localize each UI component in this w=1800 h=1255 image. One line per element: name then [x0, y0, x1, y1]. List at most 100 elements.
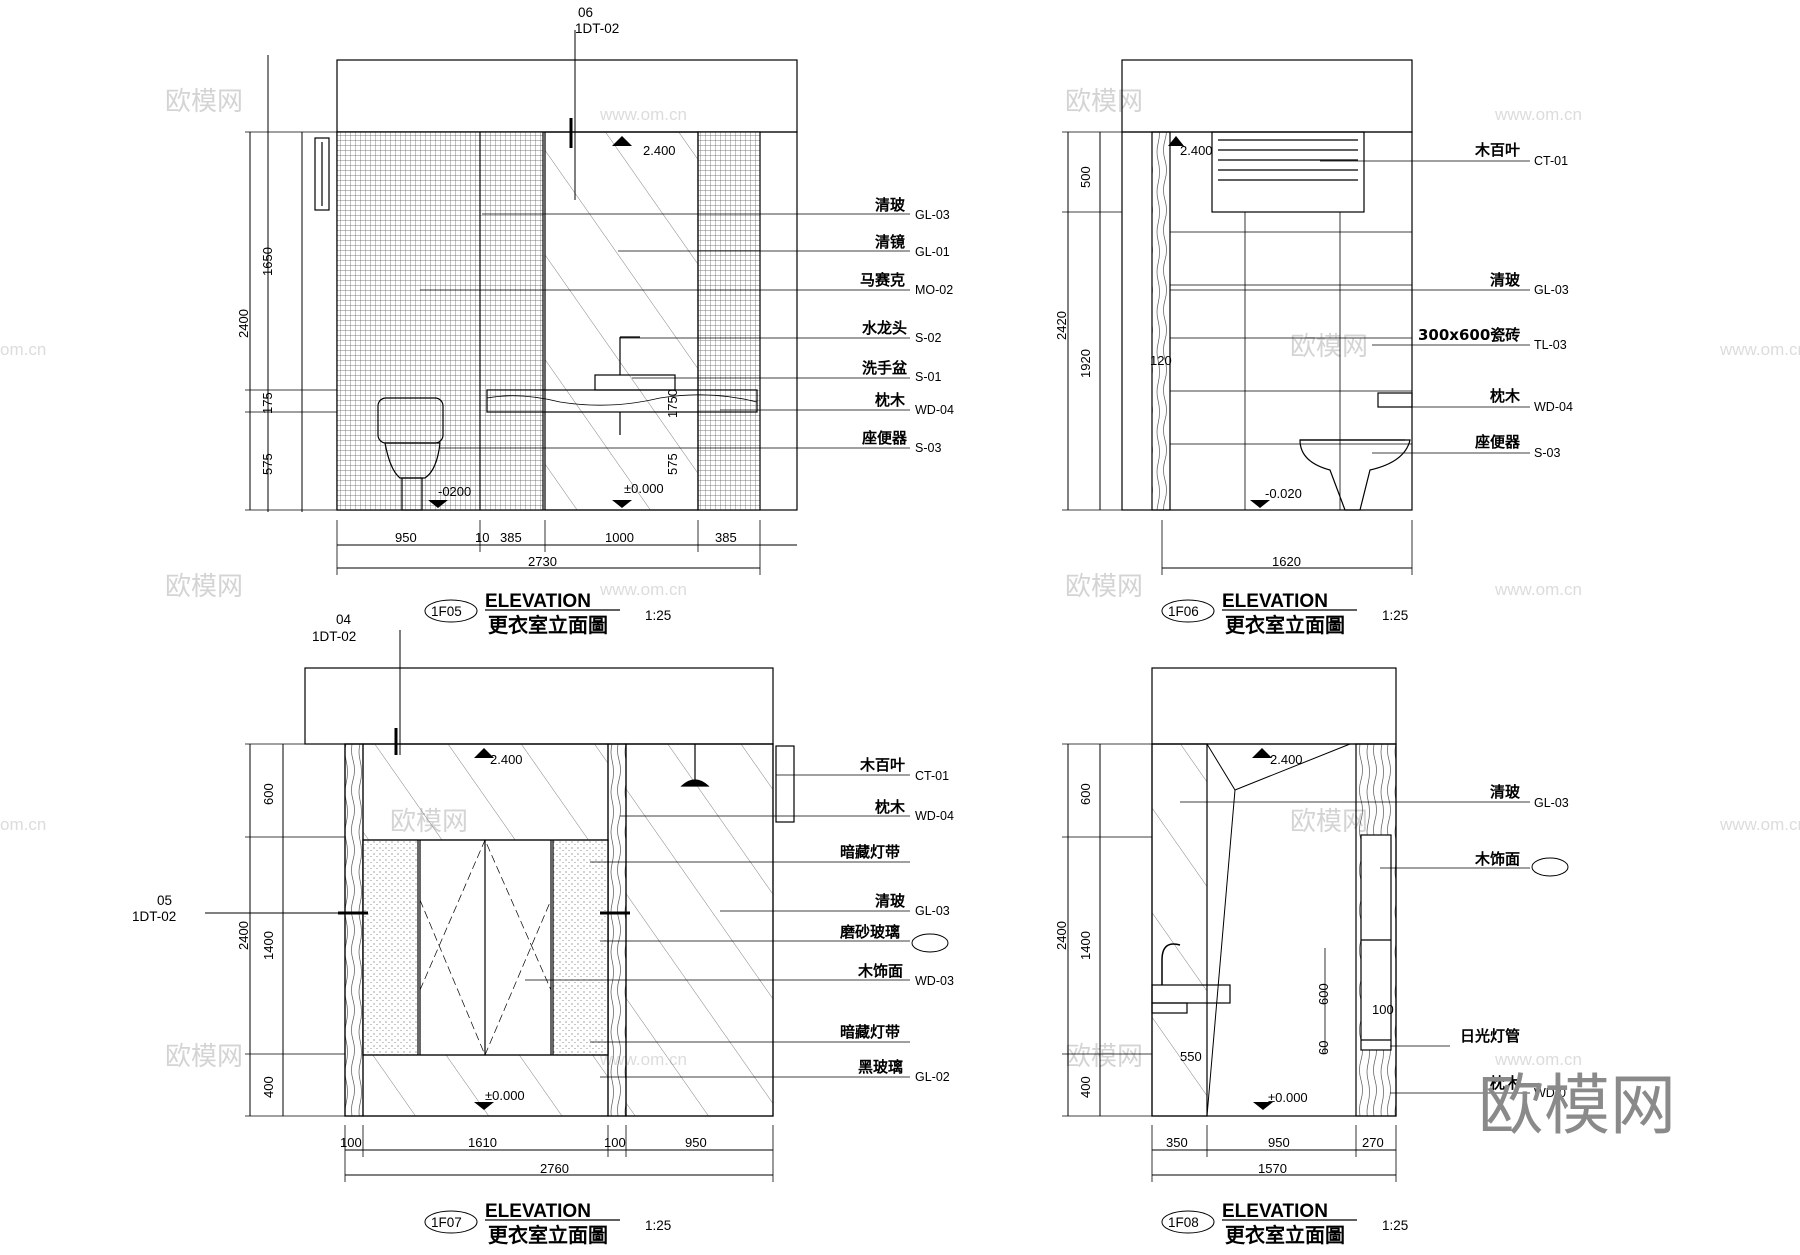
- dim-width: 385: [715, 530, 737, 545]
- dim-width: 100: [340, 1135, 362, 1150]
- elevation-1f07-annotations: 2.400 ±0.000 04 1DT-02 05 1DT-02 2400 60…: [132, 612, 954, 1247]
- frosted-glass: [362, 839, 419, 1056]
- section-ref: 1DT-02: [132, 909, 176, 924]
- material-code: WD-0: [1534, 1086, 1566, 1100]
- level-marker: [1168, 136, 1184, 146]
- drawing-scale: 1:25: [645, 1218, 671, 1233]
- watermark-logo: 欧模网: [1478, 1067, 1676, 1144]
- dim-width: 385: [500, 530, 522, 545]
- section-ref: 1DT-02: [312, 629, 356, 644]
- material-label: 枕木: [875, 391, 906, 409]
- material-code: S-03: [1534, 446, 1560, 460]
- toilet-bowl: [384, 442, 441, 479]
- glass-panel: [1151, 743, 1208, 1117]
- dim-total-width: 2730: [528, 554, 557, 569]
- material-code: GL-03: [1534, 283, 1569, 297]
- material-code: GL-03: [915, 208, 950, 222]
- material-label: 洗手盆: [862, 359, 908, 377]
- level-floor: -0.020: [1265, 486, 1302, 501]
- material-label: 木饰面: [857, 962, 903, 980]
- material-code: S-01: [915, 370, 941, 384]
- section-number: 06: [578, 5, 593, 20]
- drawing-tag: 1F06: [1168, 604, 1199, 619]
- drawing-tag-ellipse: [1161, 599, 1215, 623]
- material-label: 磨砂玻璃: [839, 923, 900, 941]
- wash-basin: [1151, 984, 1231, 1004]
- dim-height: 600: [1078, 783, 1093, 805]
- material-label: 清镜: [875, 233, 905, 251]
- dim-total-width: 1570: [1258, 1161, 1287, 1176]
- dim-width: 1000: [605, 530, 634, 545]
- material-label: 座便器: [1474, 433, 1521, 451]
- dim-total-width: 1620: [1272, 554, 1301, 569]
- elevation-1f07: [205, 630, 910, 1182]
- material-code: GL-03: [915, 904, 950, 918]
- dim-width: 270: [1362, 1135, 1384, 1150]
- dim-total-height: 2400: [1054, 921, 1069, 950]
- watermark-text: 欧模网: [1065, 1042, 1143, 1072]
- timber-column: [1151, 131, 1171, 511]
- elevation-1f06: [1062, 59, 1530, 575]
- watermark-url: www.om.cn: [1494, 1050, 1582, 1069]
- material-code: S-03: [915, 441, 941, 455]
- level-ceiling: 2.400: [1180, 143, 1213, 158]
- towel-heater: [314, 137, 330, 211]
- material-label: 木百叶: [859, 756, 905, 774]
- material-label: 座便器: [861, 429, 908, 447]
- dim-width: 1610: [468, 1135, 497, 1150]
- material-code: GL-01: [915, 245, 950, 259]
- level-ceiling: 2.400: [490, 752, 523, 767]
- material-label: 枕木: [875, 798, 906, 816]
- dim-height: 400: [261, 1076, 276, 1098]
- material-code: WD-04: [1534, 400, 1573, 414]
- drawing-title: ELEVATION: [1222, 1201, 1328, 1222]
- level-marker: [1252, 748, 1272, 758]
- elevation-1f05-annotations: 2.400 -0200 ±0.000 06 1DT-02 2400 1650 1…: [236, 5, 954, 637]
- level-floor: ±0.000: [485, 1088, 525, 1103]
- watermark-text: 欧模网: [1065, 87, 1143, 117]
- wood-shelf: [1360, 834, 1392, 1051]
- section-ref: 1DT-02: [575, 21, 619, 36]
- material-label: 木百叶: [1474, 141, 1520, 159]
- level-marker: [612, 136, 632, 146]
- drawing-tag-ellipse: [424, 1210, 478, 1234]
- dim-width: 950: [1268, 1135, 1290, 1150]
- section-number: 04: [336, 612, 352, 627]
- level-ceiling: 2.400: [1270, 752, 1303, 767]
- watermark-text: 欧模网: [165, 87, 243, 117]
- material-code: WD-04: [915, 403, 954, 417]
- level-floor: ±0.000: [624, 481, 664, 496]
- level-floor: -0200: [438, 484, 471, 499]
- material-code: MO-02: [915, 283, 953, 297]
- dim-height: 575: [665, 453, 680, 475]
- drawing-title-cn: 更衣室立面圖: [1225, 613, 1345, 637]
- drawing-tag: 1F05: [431, 604, 462, 619]
- dim-width: 950: [395, 530, 417, 545]
- level-marker: [612, 500, 632, 508]
- material-code: WD-04: [915, 809, 954, 823]
- dim-height: 1920: [1078, 349, 1093, 378]
- material-label: 枕木: [1490, 387, 1521, 405]
- material-label: 暗藏灯带: [840, 1023, 900, 1041]
- material-label: 清玻: [875, 892, 906, 910]
- drawing-title-cn: 更衣室立面圖: [1225, 1223, 1345, 1247]
- material-code: GL-03: [1534, 796, 1569, 810]
- watermark-text: 欧模网: [1065, 572, 1143, 602]
- watermark-url: www.om.cn: [1494, 580, 1582, 599]
- dim-height: 1750: [665, 389, 680, 418]
- dim-width: 550: [1180, 1049, 1202, 1064]
- drawing-title: ELEVATION: [485, 591, 591, 612]
- drawing-scale: 1:25: [1382, 1218, 1408, 1233]
- material-label: 清玻: [1490, 783, 1521, 801]
- dim-height: 500: [1078, 166, 1093, 188]
- dim-height: 1650: [260, 247, 275, 276]
- watermark-text: 欧模网: [1290, 332, 1368, 362]
- material-label: 清玻: [875, 196, 906, 214]
- material-code: CT-01: [1534, 154, 1568, 168]
- drawing-tag-ellipse: [424, 599, 478, 623]
- dim-total-height: 2400: [236, 309, 251, 338]
- ceiling-bulkhead: [336, 59, 798, 133]
- wood-louvre: [1211, 131, 1365, 213]
- mosaic-tile-right: [697, 131, 761, 511]
- elevation-1f08-annotations: 2.400 ±0.000 2400 600 1400 400 600 60 10…: [1054, 748, 1569, 1247]
